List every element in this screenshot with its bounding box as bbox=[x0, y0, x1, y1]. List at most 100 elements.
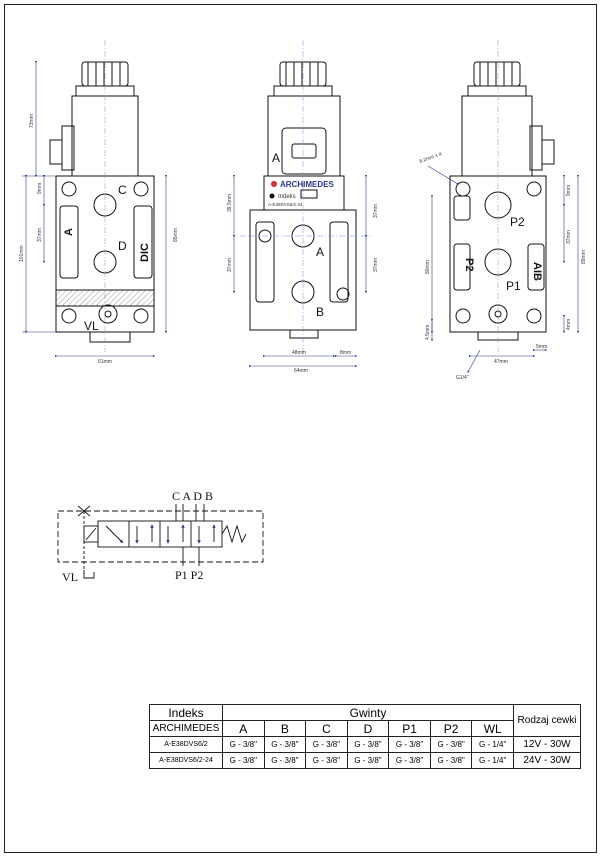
front-bolt-hole-tl bbox=[61, 181, 77, 197]
side-dim-37: 37mm bbox=[566, 230, 572, 244]
front-label-d: D bbox=[118, 239, 127, 253]
front-dim-85: 85mm bbox=[173, 228, 179, 242]
table-cell: G - 3/8" bbox=[429, 736, 473, 753]
table-cell: G - 3/8" bbox=[305, 736, 348, 753]
front-dim-9: 9mm bbox=[37, 183, 43, 194]
drawing-frame bbox=[4, 4, 597, 853]
middle-side-groove-right bbox=[329, 221, 349, 303]
side-groove-top bbox=[453, 195, 471, 221]
side-view bbox=[449, 40, 555, 352]
table-col-c: C bbox=[305, 720, 348, 737]
side-dim-bolt: 8.2mm x 4 bbox=[419, 151, 443, 165]
front-base-plug bbox=[89, 331, 131, 343]
schematic-boundary bbox=[57, 510, 264, 563]
front-connector-plug bbox=[49, 139, 63, 165]
side-bolt-hole-br bbox=[526, 308, 542, 324]
side-groove-p2 bbox=[453, 243, 471, 291]
middle-nameplate-code: A-E38DVS6/2-24 bbox=[268, 202, 303, 207]
side-coil-body bbox=[461, 95, 533, 177]
side-coil-knob bbox=[467, 61, 527, 97]
table-col-p2: P2 bbox=[429, 720, 473, 737]
middle-dimensions bbox=[232, 174, 368, 368]
table-row-coil: 12V - 30W bbox=[513, 736, 581, 753]
middle-connector-socket bbox=[291, 143, 317, 159]
middle-view bbox=[240, 40, 372, 352]
side-label-p2-groove: P2 bbox=[463, 258, 475, 271]
table-col-b: B bbox=[263, 720, 307, 737]
middle-dim-37-right-top: 37mm bbox=[373, 204, 379, 218]
middle-label-a: A bbox=[316, 245, 324, 259]
table-cell: G - 3/8" bbox=[346, 736, 390, 753]
table-row: A-E38DVS6/2 G - 3/8" G - 3/8" G - 3/8" G… bbox=[149, 736, 581, 753]
schematic-drain-icon bbox=[83, 570, 95, 579]
side-dim-4: 4mm bbox=[566, 319, 572, 330]
specification-table: Indeks Gwinty Rodzaj cewki ARCHIMEDES A … bbox=[149, 704, 581, 769]
side-dim-89: 89mm bbox=[581, 250, 587, 264]
side-dim-g14: G1/4" bbox=[456, 375, 469, 381]
table-cell: G - 3/8" bbox=[429, 752, 473, 769]
side-bolt-hole-tl bbox=[455, 181, 471, 197]
middle-nameplate-barcode bbox=[300, 189, 318, 199]
table-row-index: A-E38DVS6/2-24 bbox=[149, 752, 223, 769]
hydraulic-schematic bbox=[57, 504, 264, 579]
front-side-port-a bbox=[59, 205, 79, 279]
side-dim-4-5: 4.5mm bbox=[425, 325, 431, 340]
side-bolt-hole-bl bbox=[455, 308, 471, 324]
front-label-c: C bbox=[118, 183, 127, 197]
front-bolt-hole-bl bbox=[61, 308, 77, 324]
front-bolt-hole-tr bbox=[133, 181, 149, 197]
middle-side-groove-left bbox=[255, 221, 275, 303]
side-label-p1-port: P1 bbox=[506, 279, 521, 293]
table-cell: G - 1/4" bbox=[471, 752, 514, 769]
side-dim-47: 47mm bbox=[494, 359, 508, 365]
side-label-p2-port: P2 bbox=[510, 215, 525, 229]
schematic-drain-port: VL bbox=[62, 570, 78, 584]
table-col-p1: P1 bbox=[388, 720, 431, 737]
side-connector-plug bbox=[541, 139, 555, 165]
table-cell: G - 3/8" bbox=[263, 752, 307, 769]
middle-dim-37-right-bottom: 37mm bbox=[373, 258, 379, 272]
side-dim-9: 9mm bbox=[566, 185, 572, 196]
table-cell: G - 3/8" bbox=[388, 736, 431, 753]
front-dim-73: 73mm bbox=[29, 114, 35, 128]
middle-dim-8: 8mm bbox=[340, 350, 351, 356]
table-brand: ARCHIMEDES bbox=[149, 720, 223, 737]
middle-port-b bbox=[291, 280, 315, 304]
side-groove-aib bbox=[527, 243, 545, 291]
middle-bolt-hole-br bbox=[336, 287, 350, 301]
table-cell: G - 1/4" bbox=[471, 736, 514, 753]
table-row-index: A-E38DVS6/2 bbox=[149, 736, 223, 753]
table-header-index: Indeks bbox=[149, 704, 223, 721]
table-col-wl: WL bbox=[471, 720, 514, 737]
side-bolt-hole-tr bbox=[526, 181, 542, 197]
front-side-port-dic bbox=[133, 205, 153, 279]
middle-dim-37-left: 37mm bbox=[227, 258, 233, 272]
table-cell: G - 3/8" bbox=[305, 752, 348, 769]
middle-dim-64: 64mm bbox=[294, 368, 308, 374]
table-col-d: D bbox=[346, 720, 390, 737]
middle-nameplate-label: Indeks bbox=[278, 194, 296, 200]
front-bolt-hole-br bbox=[133, 308, 149, 324]
front-view bbox=[49, 40, 155, 352]
middle-dim-39: 39.5mm bbox=[227, 194, 233, 212]
schematic-bottom-ports: P1 P2 bbox=[175, 568, 203, 582]
middle-dim-48: 48mm bbox=[292, 350, 306, 356]
front-label-dic: DIC bbox=[139, 243, 151, 262]
side-dim-5: 5mm bbox=[536, 344, 547, 350]
table-header-coil: Rodzaj cewki bbox=[513, 704, 581, 737]
front-dim-37: 37mm bbox=[37, 228, 43, 242]
table-header-threads: Gwinty bbox=[222, 704, 514, 721]
table-cell: G - 3/8" bbox=[222, 752, 265, 769]
table-cell: G - 3/8" bbox=[222, 736, 265, 753]
side-dimensions bbox=[427, 165, 580, 374]
schematic-blocked-port-icon bbox=[77, 505, 91, 517]
table-row: A-E38DVS6/2-24 G - 3/8" G - 3/8" G - 3/8… bbox=[149, 752, 581, 769]
table-cell: G - 3/8" bbox=[388, 752, 431, 769]
middle-connector-letter: A bbox=[272, 151, 280, 165]
front-port-vl bbox=[98, 304, 118, 324]
front-dim-61: 61mm bbox=[98, 359, 112, 365]
middle-nameplate-brand: ARCHIMEDES bbox=[280, 180, 334, 189]
schematic-top-ports: C A D B bbox=[172, 489, 213, 503]
nameplate-screw-icon bbox=[269, 193, 275, 199]
